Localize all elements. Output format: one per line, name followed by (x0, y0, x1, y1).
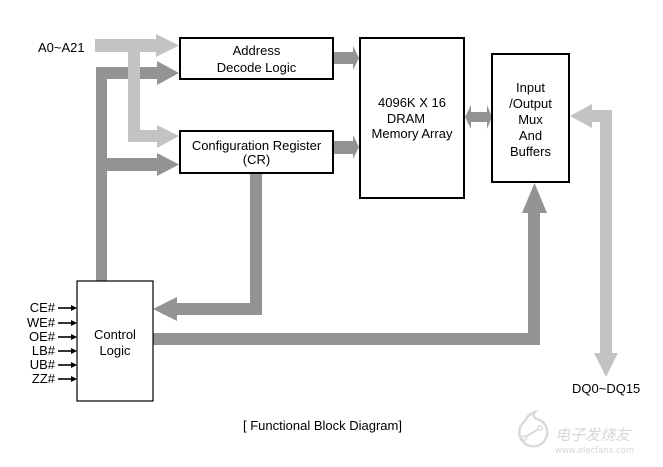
dram-array-box (359, 37, 465, 199)
arrow-right-icon (71, 305, 77, 311)
arrow-right-icon (71, 320, 77, 326)
config-register-box (179, 130, 334, 174)
dram-array-label-line1: 4096K X 16 (378, 95, 446, 110)
data-bus-label: DQ0~DQ15 (572, 381, 640, 396)
signal-ub: UB# (30, 357, 77, 372)
address-decode-box (179, 37, 334, 80)
dram-io-bidirectional-arrow (465, 105, 492, 129)
arrow-right-icon (71, 362, 77, 368)
address-decode-block: Address Decode Logic (179, 37, 334, 80)
config-register-to-control-arrow (153, 173, 262, 321)
arrow-right-icon (71, 334, 77, 340)
address-decode-label-line1: Address (233, 43, 281, 58)
config-register-label-line2: (CR) (243, 152, 270, 167)
config-register-label-line1: Configuration Register (192, 138, 322, 153)
watermark-logo-icon (518, 409, 549, 448)
dram-array-block: 4096K X 16 DRAM Memory Array (359, 37, 465, 199)
io-mux-block: Input /Output Mux And Buffers (491, 53, 570, 183)
io-mux-label-line5: Buffers (510, 144, 551, 159)
signal-lb: LB# (32, 343, 77, 358)
control-to-config-register-arrow (107, 153, 179, 176)
signal-zz: ZZ# (32, 371, 77, 386)
control-logic-box (76, 280, 154, 402)
watermark-brand: 电子发烧友 (555, 426, 632, 444)
io-mux-label-line2: /Output (509, 96, 552, 111)
dram-array-label-line3: Memory Array (372, 126, 453, 141)
io-mux-label-line3: Mux (518, 112, 543, 127)
watermark: 电子发烧友 www.elecfans.com (518, 409, 634, 456)
watermark-url: www.elecfans.com (555, 446, 634, 456)
config-register-to-dram-arrow (333, 135, 359, 159)
control-to-decoders-bus-trunk (96, 67, 107, 281)
dram-array-label-line2: DRAM (387, 111, 425, 126)
control-logic-label-line1: Control (94, 327, 136, 342)
data-bus-bidirectional-arrow (570, 104, 618, 377)
signal-label: WE# (27, 315, 56, 330)
signal-label: LB# (32, 343, 56, 358)
control-signals: CE# WE# OE# LB# UB# ZZ# (27, 300, 77, 386)
address-bus-label: A0~A21 (38, 40, 85, 55)
address-bus-branch (128, 45, 140, 142)
signal-label: UB# (30, 357, 56, 372)
io-mux-label-line1: Input (516, 80, 545, 95)
signal-label: CE# (30, 300, 56, 315)
config-register-block: Configuration Register (CR) (179, 130, 334, 174)
control-to-io-mux-arrow (153, 183, 547, 345)
address-bus-to-config-arrow (128, 125, 179, 148)
signal-we: WE# (27, 315, 77, 330)
signal-label: OE# (29, 329, 56, 344)
diagram-caption: [ Functional Block Diagram] (243, 418, 402, 433)
address-decode-to-dram-arrow (333, 46, 359, 70)
arrow-right-icon (71, 348, 77, 354)
io-mux-label-line4: And (519, 128, 542, 143)
io-mux-box (491, 53, 570, 183)
control-logic-label-line2: Logic (99, 343, 131, 358)
signal-ce: CE# (30, 300, 77, 315)
external-buses (95, 34, 618, 377)
control-logic-block: Control Logic (76, 280, 154, 402)
signal-label: ZZ# (32, 371, 56, 386)
address-decode-label-line2: Decode Logic (217, 60, 297, 75)
arrow-right-icon (71, 376, 77, 382)
signal-oe: OE# (29, 329, 77, 344)
internal-buses (96, 46, 547, 345)
